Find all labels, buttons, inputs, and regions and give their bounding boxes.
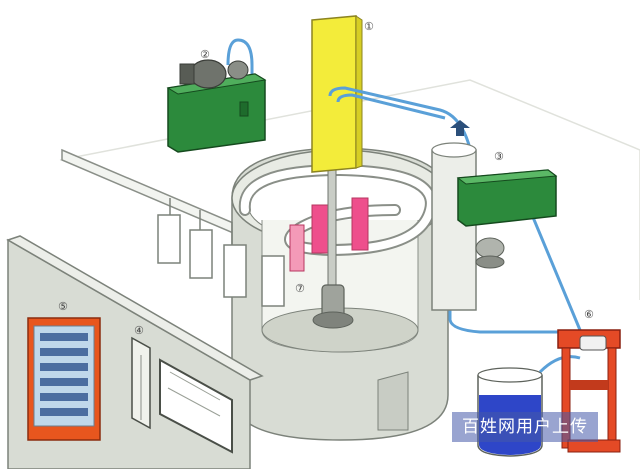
lifting-column bbox=[311, 15, 363, 173]
water-tank-unit bbox=[431, 120, 558, 311]
hanging-workpieces bbox=[157, 198, 285, 307]
central-shaft bbox=[312, 159, 354, 329]
label-5: ⑤ bbox=[58, 300, 68, 313]
wall-panel-4 bbox=[131, 336, 151, 430]
label-2: ② bbox=[200, 48, 210, 61]
red-pump-stand bbox=[557, 329, 621, 453]
label-1: ① bbox=[364, 20, 374, 33]
control-cabinet bbox=[27, 317, 101, 441]
label-7: ⑦ bbox=[295, 282, 305, 295]
watermark: 百姓网用户上传 bbox=[452, 412, 598, 442]
label-3: ③ bbox=[494, 150, 504, 163]
hydraulic-pump-unit bbox=[166, 59, 267, 153]
callout-numbers: ① ② ③ ④ ⑤ ⑥ ⑦ bbox=[58, 20, 594, 337]
label-4: ④ bbox=[134, 324, 144, 337]
label-6: ⑥ bbox=[584, 308, 594, 321]
